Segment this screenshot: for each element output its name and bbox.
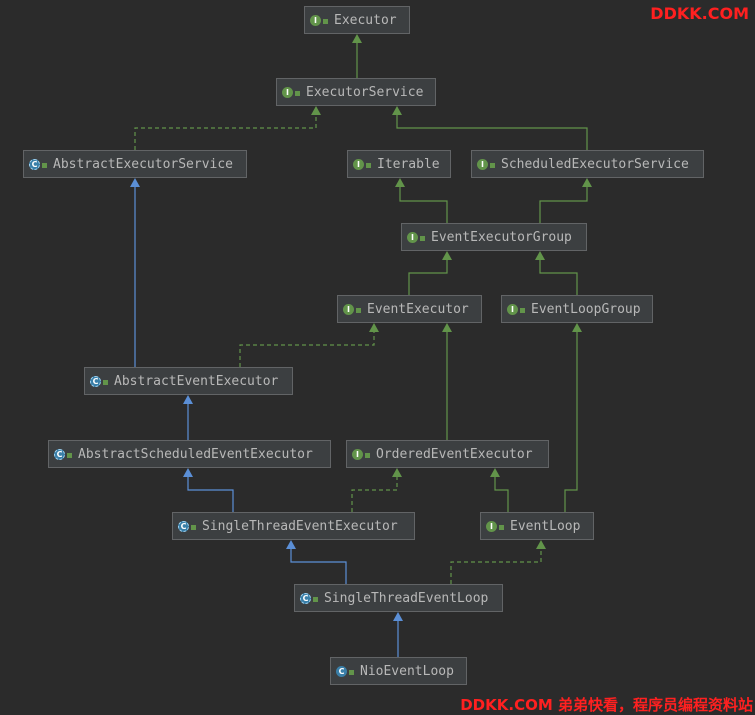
edge-executor-service-to-executor	[352, 34, 362, 78]
node-ordered-event-executor[interactable]: I OrderedEventExecutor	[346, 440, 549, 468]
edge-event-executor-group-to-scheduled-executor-service	[539, 178, 592, 223]
node-scheduled-executor-service[interactable]: I ScheduledExecutorService	[471, 150, 704, 178]
interface-icon: I	[343, 303, 354, 315]
public-visibility-icon	[67, 453, 72, 458]
public-visibility-icon	[365, 453, 370, 458]
public-visibility-icon	[191, 525, 196, 530]
node-label: ExecutorService	[306, 84, 424, 100]
node-label: SingleThreadEventExecutor	[202, 518, 398, 534]
edge-event-loop-to-event-loop-group	[564, 323, 582, 512]
interface-icon: I	[486, 520, 497, 532]
public-visibility-icon	[366, 163, 371, 168]
public-visibility-icon	[295, 91, 300, 96]
abstract-class-icon: C	[178, 520, 189, 532]
edge-scheduled-executor-service-to-executor-service	[392, 106, 588, 150]
arrowhead	[183, 468, 193, 477]
arrowhead	[490, 468, 500, 477]
public-visibility-icon	[520, 308, 525, 313]
arrowhead	[369, 323, 379, 332]
watermark-top: DDKK.COM	[650, 4, 749, 23]
node-label: AbstractEventExecutor	[114, 373, 279, 389]
arrowhead	[352, 34, 362, 43]
node-label: Executor	[334, 12, 397, 28]
interface-icon: I	[352, 448, 363, 460]
public-visibility-icon	[103, 380, 108, 385]
node-event-executor[interactable]: I EventExecutor	[337, 295, 482, 323]
edge-single-thread-event-executor-to-abstract-scheduled-event-executor	[183, 468, 234, 512]
arrowhead	[393, 612, 403, 621]
arrowhead	[582, 178, 592, 187]
arrowhead	[395, 178, 405, 187]
interface-icon: I	[507, 303, 518, 315]
node-single-thread-event-loop[interactable]: C SingleThreadEventLoop	[294, 584, 503, 612]
edge-single-thread-event-executor-to-ordered-event-executor	[351, 468, 402, 512]
arrowhead	[286, 540, 296, 549]
class-icon: C	[336, 665, 347, 677]
node-label: EventExecutorGroup	[431, 229, 572, 245]
node-label: AbstractScheduledEventExecutor	[78, 446, 313, 462]
edge-ordered-event-executor-to-event-executor	[442, 323, 452, 440]
abstract-class-icon: C	[90, 375, 101, 387]
edge-event-executor-group-to-iterable	[395, 178, 448, 223]
edge-nio-event-loop-to-single-thread-event-loop	[393, 612, 403, 657]
public-visibility-icon	[420, 236, 425, 241]
node-iterable[interactable]: I Iterable	[347, 150, 451, 178]
node-label: OrderedEventExecutor	[376, 446, 533, 462]
watermark-bottom: DDKK.COM 弟弟快看，程序员编程资料站	[460, 696, 753, 714]
abstract-class-icon: C	[29, 158, 40, 170]
arrowhead	[311, 106, 321, 115]
interface-icon: I	[282, 86, 293, 98]
arrowhead	[392, 106, 402, 115]
arrowhead	[392, 468, 402, 477]
arrowhead	[442, 251, 452, 260]
node-event-loop-group[interactable]: I EventLoopGroup	[501, 295, 653, 323]
interface-icon: I	[407, 231, 418, 243]
edge-abstract-event-executor-to-abstract-executor-service	[130, 178, 140, 367]
public-visibility-icon	[323, 19, 328, 24]
node-label: AbstractExecutorService	[53, 156, 234, 172]
node-label: EventExecutor	[367, 301, 469, 317]
public-visibility-icon	[356, 308, 361, 313]
edge-abstract-scheduled-event-executor-to-abstract-event-executor	[183, 395, 193, 440]
abstract-class-icon: C	[300, 592, 311, 604]
node-label: ScheduledExecutorService	[501, 156, 689, 172]
arrowhead	[535, 251, 545, 260]
public-visibility-icon	[349, 670, 354, 675]
arrowhead	[536, 540, 546, 549]
edge-event-executor-to-event-executor-group	[408, 251, 452, 295]
interface-icon: I	[353, 158, 364, 170]
edge-single-thread-event-loop-to-single-thread-event-executor	[286, 540, 347, 584]
node-abstract-event-executor[interactable]: C AbstractEventExecutor	[84, 367, 293, 395]
edge-abstract-event-executor-to-event-executor	[239, 323, 379, 367]
edge-event-loop-group-to-event-executor-group	[535, 251, 578, 295]
arrowhead	[183, 395, 193, 404]
edge-abstract-executor-service-to-executor-service	[134, 106, 321, 150]
public-visibility-icon	[313, 597, 318, 602]
interface-icon: I	[310, 14, 321, 26]
node-abstract-scheduled-event-executor[interactable]: C AbstractScheduledEventExecutor	[48, 440, 331, 468]
public-visibility-icon	[490, 163, 495, 168]
abstract-class-icon: C	[54, 448, 65, 460]
node-nio-event-loop[interactable]: C NioEventLoop	[330, 657, 467, 685]
public-visibility-icon	[499, 525, 504, 530]
node-label: EventLoop	[510, 518, 581, 534]
public-visibility-icon	[42, 163, 47, 168]
arrowhead	[572, 323, 582, 332]
edge-event-loop-to-ordered-event-executor	[490, 468, 509, 512]
arrowhead	[442, 323, 452, 332]
node-label: NioEventLoop	[360, 663, 454, 679]
node-executor[interactable]: I Executor	[304, 6, 410, 34]
node-event-loop[interactable]: I EventLoop	[480, 512, 594, 540]
node-abstract-executor-service[interactable]: C AbstractExecutorService	[23, 150, 247, 178]
edge-single-thread-event-loop-to-event-loop	[450, 540, 546, 584]
node-label: EventLoopGroup	[531, 301, 641, 317]
node-executor-service[interactable]: I ExecutorService	[276, 78, 436, 106]
node-label: SingleThreadEventLoop	[324, 590, 489, 606]
node-single-thread-event-executor[interactable]: C SingleThreadEventExecutor	[172, 512, 415, 540]
node-event-executor-group[interactable]: I EventExecutorGroup	[401, 223, 587, 251]
interface-icon: I	[477, 158, 488, 170]
arrowhead	[130, 178, 140, 187]
node-label: Iterable	[377, 156, 440, 172]
